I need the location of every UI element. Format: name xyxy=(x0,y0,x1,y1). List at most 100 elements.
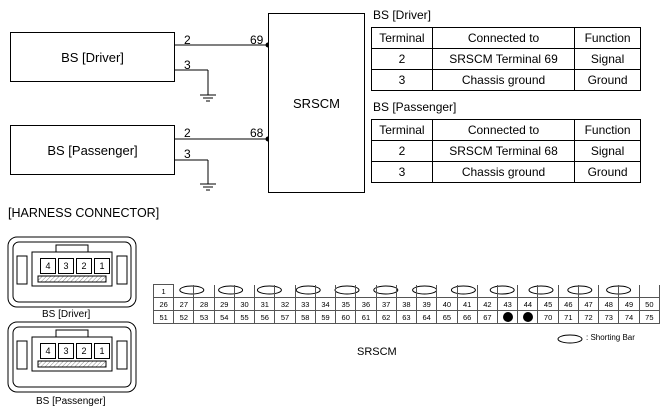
driver-table-title: BS [Driver] xyxy=(373,8,432,22)
pin-cell: 3 xyxy=(58,258,74,274)
bs-passenger-pins: 4 3 2 1 xyxy=(40,343,110,359)
pin-cell xyxy=(395,284,418,298)
pin-cell: 1 xyxy=(94,343,110,359)
pin-cell: 33 xyxy=(294,297,316,311)
pin-cell: 60 xyxy=(335,310,357,324)
pin-cell: 61 xyxy=(355,310,377,324)
pin-cell xyxy=(416,284,438,298)
header-connected-to: Connected to xyxy=(431,119,576,141)
bs-driver-label: BS [Driver] xyxy=(61,49,124,65)
pin-cell: 35 xyxy=(335,297,357,311)
pin-cell: 56 xyxy=(254,310,276,324)
srscm-connector-caption: SRSCM xyxy=(357,346,397,358)
pin-cell: 32 xyxy=(274,297,296,311)
pin-cell: 41 xyxy=(456,297,478,311)
driver-pin-signal: 2 xyxy=(184,33,191,47)
pin-cell: 37 xyxy=(375,297,397,311)
pin-cell: 58 xyxy=(294,310,316,324)
pin-cell: 28 xyxy=(193,297,215,311)
bs-passenger-caption: BS [Passenger] xyxy=(36,396,106,407)
pin-cell: 4 xyxy=(40,343,56,359)
pin-cell: 29 xyxy=(213,297,235,311)
table-row: 2 SRSCM Terminal 69 Signal xyxy=(371,48,641,70)
pin-cell: 73 xyxy=(598,310,620,324)
pin-cell: 54 xyxy=(213,310,235,324)
filled-pin-cell xyxy=(517,310,539,324)
pin-cell xyxy=(577,284,600,298)
pin-cell: 72 xyxy=(577,310,600,324)
table-cell: Signal xyxy=(574,48,641,70)
passenger-pin-ground: 3 xyxy=(184,147,191,161)
pin-cell xyxy=(233,284,256,298)
table-cell: Chassis ground xyxy=(431,161,576,183)
harness-connector-title: [HARNESS CONNECTOR] xyxy=(8,206,160,220)
table-cell: 2 xyxy=(371,140,433,162)
bs-driver-connector-drawing xyxy=(7,236,137,308)
pin-cell xyxy=(476,284,498,298)
table-header-row: Terminal Connected to Function xyxy=(371,119,641,141)
table-cell: SRSCM Terminal 68 xyxy=(431,140,576,162)
pin-cell xyxy=(436,284,458,298)
pin-cell: 47 xyxy=(577,297,600,311)
table-cell: Ground xyxy=(574,161,641,183)
pin-cell: 49 xyxy=(618,297,640,311)
pin-cell: 1 xyxy=(94,258,110,274)
pin-cell: 50 xyxy=(638,297,660,311)
pin-cell: 74 xyxy=(618,310,640,324)
shorting-bar-legend: : Shorting Bar xyxy=(586,333,635,342)
pin-cell: 63 xyxy=(395,310,418,324)
pin-cell: 48 xyxy=(598,297,620,311)
bs-driver-caption: BS [Driver] xyxy=(42,309,91,320)
srscm-box: SRSCM xyxy=(268,13,365,193)
pin-cell xyxy=(537,284,559,298)
pin-cell xyxy=(294,284,316,298)
grid-row: 1 xyxy=(152,284,660,298)
pin-cell: 71 xyxy=(557,310,579,324)
header-function: Function xyxy=(574,27,641,49)
table-row: 2 SRSCM Terminal 68 Signal xyxy=(371,140,641,162)
pin-cell xyxy=(213,284,235,298)
pin-cell xyxy=(598,284,620,298)
pin-cell: 31 xyxy=(254,297,276,311)
pin-cell: 27 xyxy=(173,297,195,311)
pin-cell xyxy=(557,284,579,298)
pin-cell xyxy=(254,284,276,298)
driver-pin-ground: 3 xyxy=(184,58,191,72)
pin-cell: 39 xyxy=(416,297,438,311)
header-terminal: Terminal xyxy=(371,27,433,49)
pin-cell xyxy=(173,284,195,298)
pin-cell: 3 xyxy=(58,343,74,359)
pin-cell: 66 xyxy=(456,310,478,324)
pin-cell: 30 xyxy=(233,297,256,311)
pin-cell xyxy=(335,284,357,298)
pin-cell: 38 xyxy=(395,297,418,311)
pin-cell: 44 xyxy=(517,297,539,311)
bs-driver-box: BS [Driver] xyxy=(10,32,175,82)
table-row: 3 Chassis ground Ground xyxy=(371,69,641,91)
pin-cell xyxy=(193,284,215,298)
pin-cell xyxy=(274,284,296,298)
pin-cell: 52 xyxy=(173,310,195,324)
pin-cell: 36 xyxy=(355,297,377,311)
header-function: Function xyxy=(574,119,641,141)
pin-cell: 26 xyxy=(152,297,175,311)
pin-cell xyxy=(496,284,519,298)
pin-cell xyxy=(355,284,377,298)
table-row: 3 Chassis ground Ground xyxy=(371,161,641,183)
table-cell: Ground xyxy=(574,69,641,91)
pin-cell: 40 xyxy=(436,297,458,311)
pin-cell: 2 xyxy=(76,343,92,359)
pin-cell: 42 xyxy=(476,297,498,311)
pin-cell: 2 xyxy=(76,258,92,274)
driver-terminal-table: Terminal Connected to Function 2 SRSCM T… xyxy=(371,27,641,91)
pin-cell: 62 xyxy=(375,310,397,324)
bs-passenger-connector-drawing xyxy=(7,321,137,393)
table-header-row: Terminal Connected to Function xyxy=(371,27,641,49)
srscm-label: SRSCM xyxy=(293,95,340,111)
passenger-srscm-terminal: 68 xyxy=(250,126,264,140)
table-cell: Signal xyxy=(574,140,641,162)
pin-cell xyxy=(638,284,660,298)
